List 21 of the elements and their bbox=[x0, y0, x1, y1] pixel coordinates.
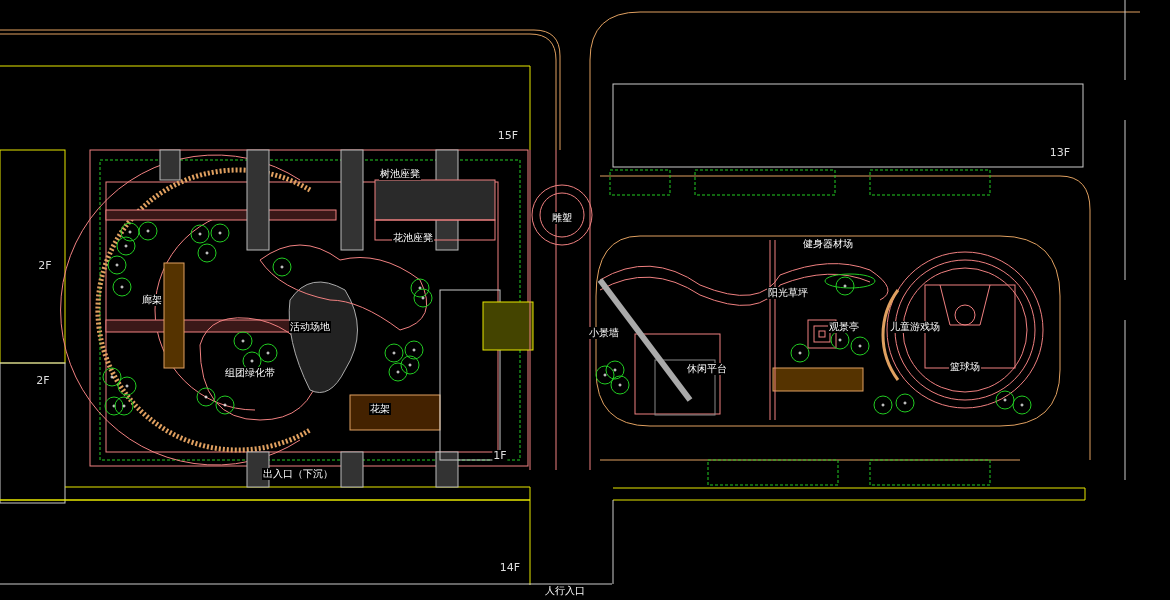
area-label: 儿童游戏场 bbox=[889, 321, 941, 333]
area-label: 阳光草坪 bbox=[767, 287, 809, 299]
area-label: 休闲平台 bbox=[686, 363, 728, 375]
floor-count-label: 15F bbox=[496, 130, 520, 142]
area-label: 雕塑 bbox=[551, 212, 573, 224]
area-label: 组团绿化带 bbox=[224, 367, 276, 379]
area-label: 人行入口 bbox=[544, 585, 586, 597]
floor-count-label: 2F bbox=[35, 375, 51, 387]
floor-count-label: 2F bbox=[37, 260, 53, 272]
floor-count-label: 14F bbox=[498, 562, 522, 574]
area-label: 观景亭 bbox=[828, 321, 860, 333]
area-label: 花池座凳 bbox=[392, 232, 434, 244]
area-label: 花架 bbox=[369, 403, 391, 415]
area-label: 小景墙 bbox=[588, 327, 620, 339]
area-label: 健身器材场 bbox=[802, 238, 854, 250]
floor-count-label: 13F bbox=[1048, 147, 1072, 159]
area-label: 树池座凳 bbox=[379, 168, 421, 180]
area-label: 篮球场 bbox=[949, 361, 981, 373]
area-label: 廊架 bbox=[141, 294, 163, 306]
floor-count-label: 1F bbox=[492, 450, 508, 462]
area-label: 活动场地 bbox=[289, 321, 331, 333]
